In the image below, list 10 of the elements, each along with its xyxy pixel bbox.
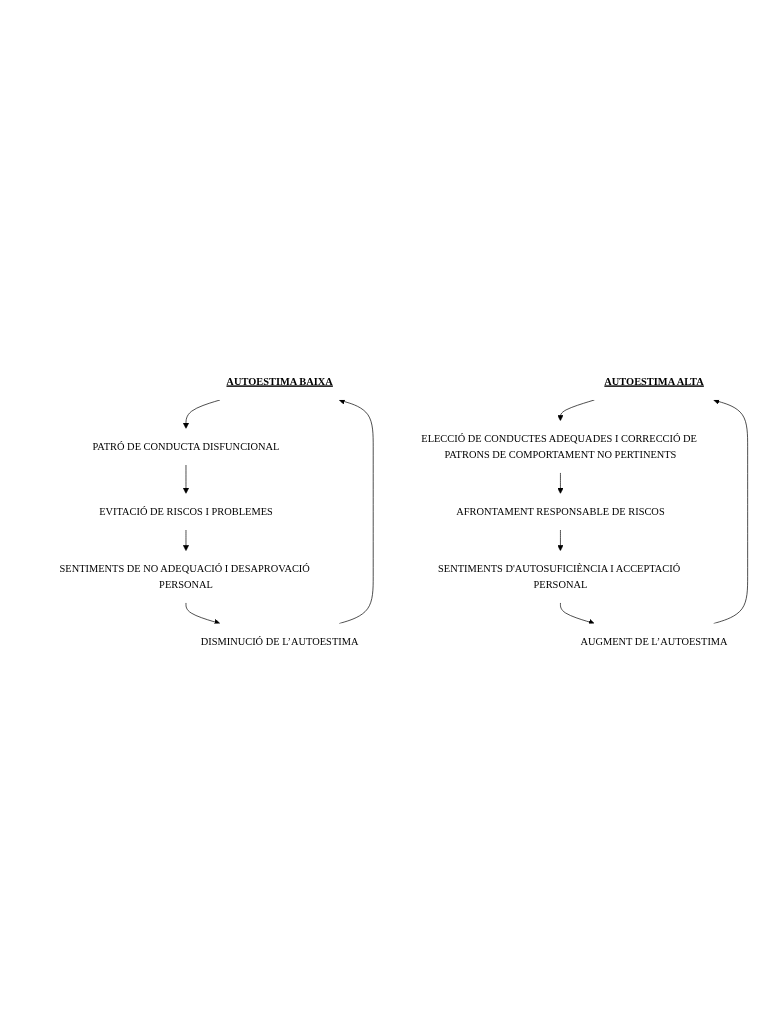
node-text: ELECCIÓ DE CONDUCTES ADEQUADES I CORRECCIÓ DE PATRONS DE COMPORTAMENT NO PERTINENTS (421, 433, 697, 461)
node-text: SENTIMENTS DE NO ADEQUACIÓ I DESAPROVACIÓ PERSONAL (59, 563, 310, 591)
node-text: PATRÓ DE CONDUCTA DISFUNCIONAL (92, 441, 280, 453)
node-text: AUTOESTIMA ALTA (604, 376, 704, 388)
node-text: AUGMENT DE L’AUTOESTIMA (580, 636, 728, 648)
node-text: SENTIMENTS D'AUTOSUFICIÈNCIA I ACCEPTACIÓ PERSONAL (438, 563, 681, 591)
node-text: EVITACIÓ DE RISCOS I PROBLEMES (99, 506, 273, 518)
node-text: DISMINUCIÓ DE L’AUTOESTIMA (200, 636, 359, 648)
node-text: AFRONTAMENT RESPONSABLE DE RISCOS (456, 506, 665, 518)
node-text: AUTOESTIMA BAIXA (226, 376, 333, 388)
